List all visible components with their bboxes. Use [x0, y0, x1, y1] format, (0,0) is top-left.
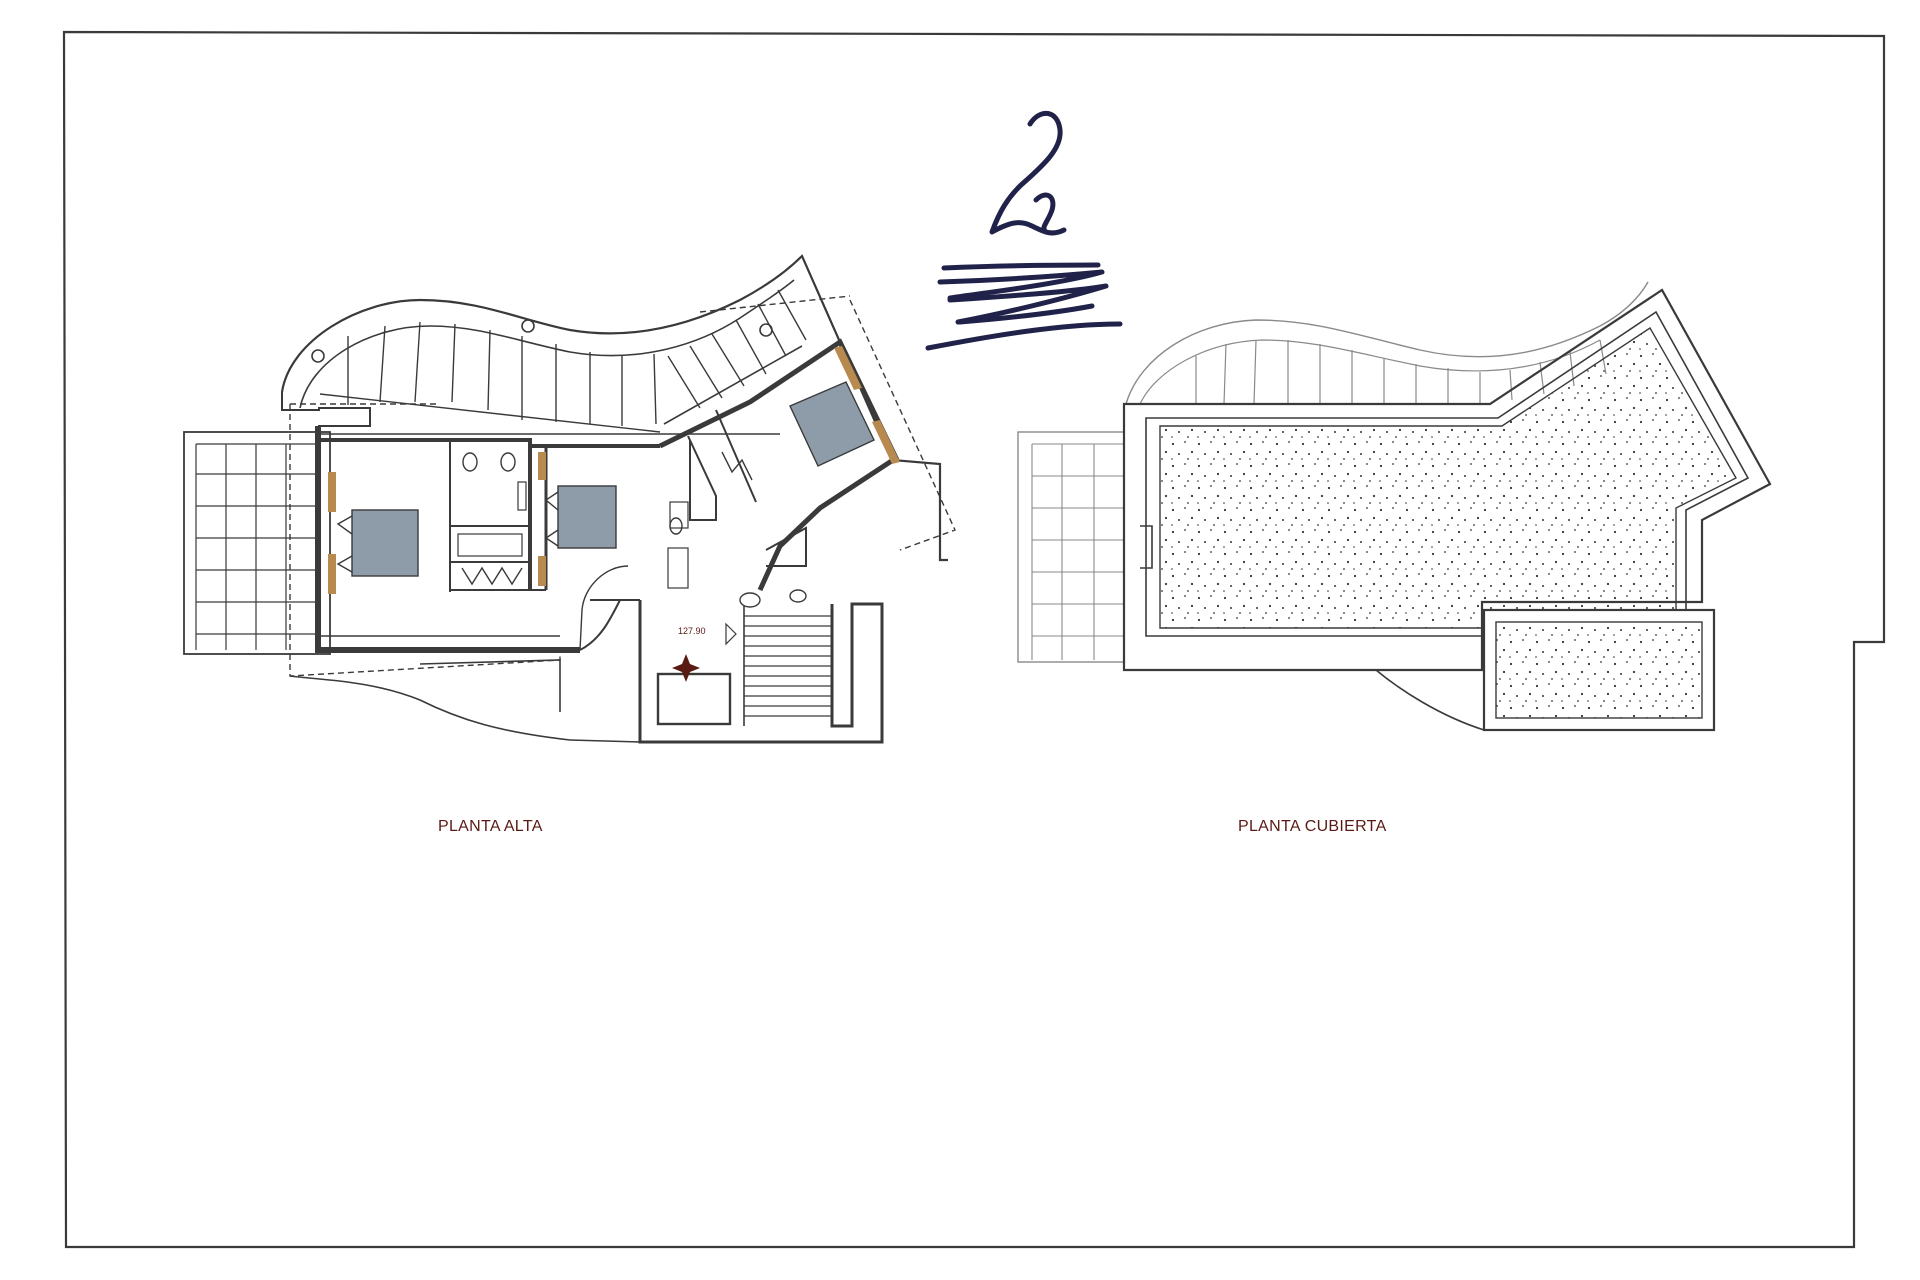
sheet-frame	[62, 30, 1886, 1249]
bed-icons	[336, 381, 875, 577]
roof-plan	[1017, 281, 1772, 672]
wardrobe-icons	[328, 346, 900, 594]
roof-lower-curve	[1375, 669, 1485, 731]
elevation-marker	[672, 654, 700, 682]
upper-floor-label: PLANTA ALTA	[438, 818, 543, 835]
roof-plan-label: PLANTA CUBIERTA	[1238, 818, 1387, 835]
sheet-number-handwriting	[925, 111, 1123, 351]
elevation-value: 127.90	[678, 626, 706, 636]
roof-gravel-main	[1159, 327, 1737, 629]
